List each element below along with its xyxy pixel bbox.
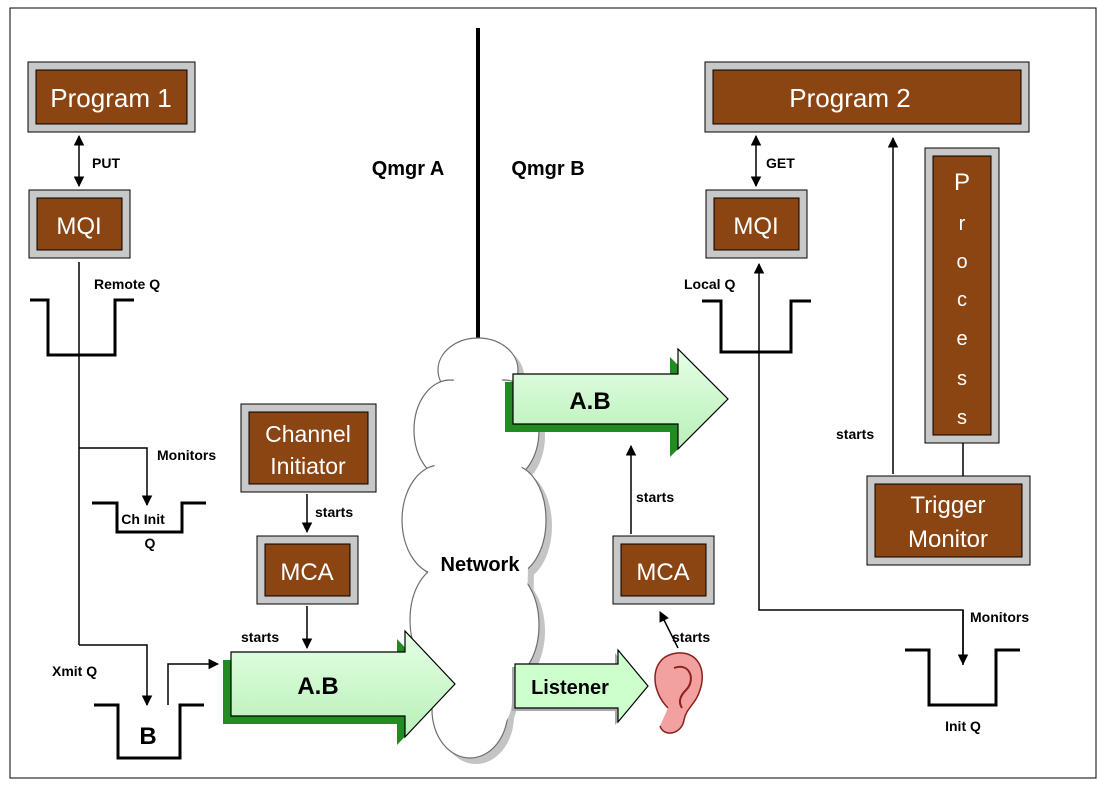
ch-init-q-label-1: Ch Init — [121, 511, 165, 527]
starts-label-channel-initiator: starts — [315, 504, 353, 520]
channel-arrow-right — [505, 347, 729, 457]
mqi-left-box — [28, 189, 131, 259]
starts-label-mca-left: starts — [241, 629, 279, 645]
qmgr-b-label: Qmgr B — [511, 158, 584, 180]
trigger-monitor-box — [866, 475, 1031, 566]
xmit-to-channel-arrow — [167, 658, 220, 705]
process-letter: e — [956, 328, 967, 350]
remote-queue — [30, 298, 134, 357]
process-letter: c — [957, 289, 967, 311]
monitors-left-label: Monitors — [157, 447, 216, 463]
mqi-right-label: MQI — [733, 213, 778, 240]
process-letter: s — [957, 407, 967, 429]
listener-arrow — [512, 648, 649, 725]
channel-left-label: A.B — [297, 673, 338, 700]
xmit-q-arrow — [79, 644, 153, 707]
monitors-right-label: Monitors — [970, 609, 1029, 625]
mca-left-box — [256, 535, 359, 605]
monitors-left-arrow — [79, 447, 153, 507]
process-letter: r — [959, 213, 966, 235]
qmgr-a-label: Qmgr A — [372, 158, 445, 180]
trigger-monitor-label-1: Trigger — [910, 492, 985, 519]
xmit-queue — [94, 703, 204, 760]
frame — [9, 7, 1097, 779]
mca-right-label: MCA — [636, 559, 689, 586]
xmit-q-label: Xmit Q — [52, 663, 97, 679]
put-label: PUT — [92, 155, 120, 171]
ch-init-queue — [92, 501, 206, 534]
channel-arrow-left — [223, 629, 456, 745]
process-letter: o — [956, 251, 967, 273]
channel-initiator-label-1: Channel — [265, 421, 351, 447]
mqi-right-box — [705, 189, 808, 259]
program1-label: Program 1 — [50, 83, 171, 113]
process-letter: P — [954, 169, 970, 196]
remote-q-label: Remote Q — [94, 276, 160, 292]
mca-left-label: MCA — [280, 559, 333, 586]
mqi-left-label: MQI — [56, 213, 101, 240]
ch-init-q-label-2: Q — [145, 535, 156, 551]
process-letters: P r o c e s s — [954, 169, 970, 429]
mca-right-box — [612, 535, 715, 605]
channel-right-label: A.B — [569, 388, 610, 415]
program2-box — [704, 61, 1030, 133]
starts-arrow-listener — [659, 611, 679, 649]
channel-initiator-label-2: Initiator — [270, 453, 346, 479]
get-label: GET — [766, 155, 795, 171]
starts-label-listener: starts — [672, 629, 710, 645]
channel-initiator-box — [240, 403, 377, 493]
trigger-monitor-label-2: Monitor — [908, 526, 988, 553]
process-letter: s — [957, 368, 967, 390]
init-queue — [905, 648, 1020, 707]
local-queue — [702, 299, 811, 354]
init-q-label: Init Q — [945, 718, 981, 734]
network-label: Network — [441, 554, 521, 576]
ear-icon — [654, 652, 703, 734]
program1-box — [27, 61, 196, 133]
listener-label: Listener — [531, 677, 609, 699]
process-box — [924, 147, 1000, 444]
starts-label-mca-right: starts — [636, 489, 674, 505]
starts-label-process: starts — [836, 426, 874, 442]
program2-label: Program 2 — [789, 83, 910, 113]
local-q-label: Local Q — [684, 276, 735, 292]
xmit-q-content: B — [139, 723, 156, 750]
